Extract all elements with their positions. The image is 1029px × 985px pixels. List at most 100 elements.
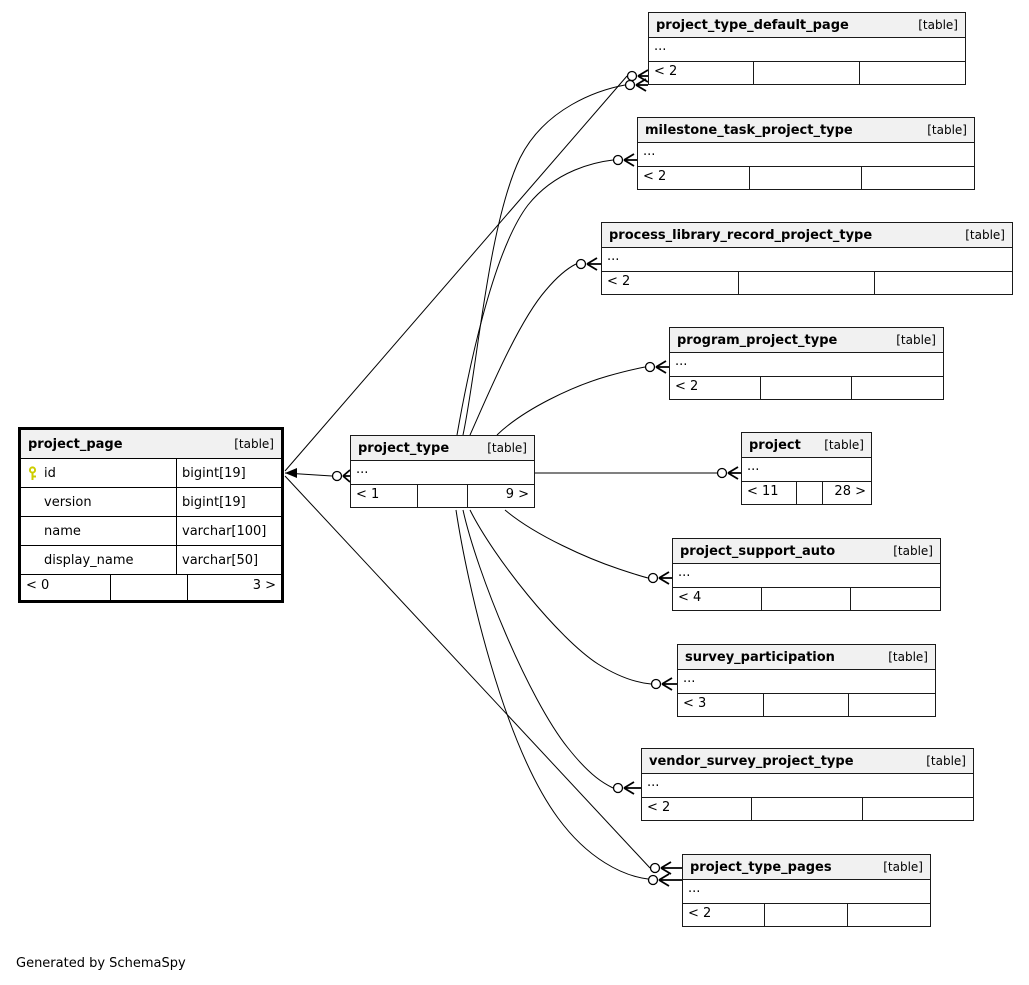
table-node-project_type[interactable]: project_type [table] ... < 1 9 > xyxy=(350,435,535,508)
child-count xyxy=(860,62,965,84)
table-name: vendor_survey_project_type xyxy=(649,753,854,769)
table-header: program_project_type [table] xyxy=(670,328,943,353)
footer-spacer-cell xyxy=(111,575,188,600)
column-name: name xyxy=(44,523,81,539)
table-name: program_project_type xyxy=(677,332,838,348)
parent-count: < 2 xyxy=(638,167,750,189)
edge-project_type-project_support_auto xyxy=(504,509,649,579)
table-header: project_type_default_page [table] xyxy=(649,13,965,38)
crowfoot-odot-program_project_type xyxy=(644,360,669,374)
edge-project_type-vendor_survey_project_type xyxy=(462,509,614,789)
column-name: version xyxy=(44,494,92,510)
footer-spacer-cell xyxy=(765,904,848,926)
column-row-id: id bigint[19] xyxy=(21,459,281,488)
child-count xyxy=(848,904,930,926)
crowfoot-odot-project_type_pages-lower xyxy=(647,873,682,887)
edge-project_page-project_type_pages xyxy=(284,475,651,869)
crowfoot-odot-project_type_pages-upper xyxy=(649,861,682,875)
table-name: milestone_task_project_type xyxy=(645,122,853,138)
table-name: process_library_record_project_type xyxy=(609,227,873,243)
table-type-tag: [table] xyxy=(893,544,933,558)
arrowhead-into-project_page xyxy=(285,468,297,478)
edge-project_page-project_type_default_page xyxy=(284,75,628,472)
crowfoot-odot-milestone_task_project_type xyxy=(612,153,637,167)
parent-count: < 2 xyxy=(649,62,755,84)
crowfoot-odot-project_type_default_page-lower xyxy=(624,78,648,92)
edge-project_type-project_type_pages xyxy=(455,509,649,880)
table-header: project [table] xyxy=(742,433,871,458)
crowfoot-odot-survey_participation xyxy=(650,677,677,691)
child-count xyxy=(852,377,943,399)
table-node-project_type_pages[interactable]: project_type_pages [table] ... < 2 xyxy=(682,854,931,927)
edge-project_type-milestone_task_project_type xyxy=(456,159,614,436)
table-footer: < 1 9 > xyxy=(351,485,534,507)
collapsed-columns: ... xyxy=(673,564,940,588)
column-type: varchar[50] xyxy=(182,552,259,568)
child-count: 28 > xyxy=(834,484,866,499)
collapsed-columns: ... xyxy=(602,248,1012,272)
table-header: project_page [table] xyxy=(21,430,281,459)
table-header: process_library_record_project_type [tab… xyxy=(602,223,1012,248)
child-count xyxy=(863,798,973,820)
table-node-vendor_survey_project_type[interactable]: vendor_survey_project_type [table] ... <… xyxy=(641,748,974,821)
child-count xyxy=(851,588,940,610)
collapsed-columns: ... xyxy=(351,461,534,485)
table-footer: < 3 xyxy=(678,694,935,716)
footer-spacer-cell xyxy=(750,167,862,189)
table-type-tag: [table] xyxy=(918,18,958,32)
table-name: project_type xyxy=(358,440,450,456)
table-node-project_support_auto[interactable]: project_support_auto [table] ... < 4 xyxy=(672,538,941,611)
crowfoot-odot-project_type xyxy=(331,469,351,483)
parent-count: < 0 xyxy=(21,575,111,600)
child-count xyxy=(849,694,935,716)
table-footer: < 2 xyxy=(670,377,943,399)
column-name: display_name xyxy=(44,552,134,568)
primary-key-icon xyxy=(28,465,37,480)
table-node-program_project_type[interactable]: program_project_type [table] ... < 2 xyxy=(669,327,944,400)
edge-project_type-project_type_default_page xyxy=(462,84,626,436)
table-type-tag: [table] xyxy=(896,333,936,347)
table-header: milestone_task_project_type [table] xyxy=(638,118,974,143)
table-node-process_library_record_project_type[interactable]: process_library_record_project_type [tab… xyxy=(601,222,1013,295)
column-type: bigint[19] xyxy=(182,494,246,510)
parent-count: < 1 xyxy=(351,485,418,507)
table-header: project_support_auto [table] xyxy=(673,539,940,564)
table-name: survey_participation xyxy=(685,649,835,665)
collapsed-columns: ... xyxy=(742,458,871,482)
table-node-survey_participation[interactable]: survey_participation [table] ... < 3 xyxy=(677,644,936,717)
table-footer: < 0 3 > xyxy=(21,575,281,600)
table-footer: < 2 xyxy=(602,272,1012,294)
column-name: id xyxy=(44,465,56,481)
table-type-tag: [table] xyxy=(927,123,967,137)
table-type-tag: [table] xyxy=(926,754,966,768)
table-type-tag: [table] xyxy=(824,438,864,452)
footer-spacer-cell xyxy=(418,485,468,507)
table-node-milestone_task_project_type[interactable]: milestone_task_project_type [table] ... … xyxy=(637,117,975,190)
table-type-tag: [table] xyxy=(888,650,928,664)
column-type: bigint[19] xyxy=(182,465,246,481)
collapsed-columns: ... xyxy=(638,143,974,167)
table-footer: < 2 xyxy=(649,62,965,84)
child-count xyxy=(862,167,974,189)
child-count: 3 > xyxy=(252,578,276,593)
parent-count: < 4 xyxy=(673,588,762,610)
parent-count: < 2 xyxy=(670,377,761,399)
collapsed-columns: ... xyxy=(649,38,965,62)
child-count: 9 > xyxy=(505,487,529,502)
table-header: vendor_survey_project_type [table] xyxy=(642,749,973,774)
footer-spacer-cell xyxy=(797,482,823,504)
collapsed-columns: ... xyxy=(678,670,935,694)
table-name: project_type_pages xyxy=(690,859,832,875)
table-node-project_page[interactable]: project_page [table] id bigint[19] versi… xyxy=(18,427,284,603)
table-footer: < 11 28 > xyxy=(742,482,871,504)
crowfoot-odot-process_library_record_project_type xyxy=(575,257,601,271)
table-node-project[interactable]: project [table] ... < 11 28 > xyxy=(741,432,872,505)
table-footer: < 4 xyxy=(673,588,940,610)
table-type-tag: [table] xyxy=(883,860,923,874)
table-header: project_type_pages [table] xyxy=(683,855,930,880)
collapsed-columns: ... xyxy=(642,774,973,798)
table-node-project_type_default_page[interactable]: project_type_default_page [table] ... < … xyxy=(648,12,966,85)
parent-count: < 2 xyxy=(602,272,739,294)
